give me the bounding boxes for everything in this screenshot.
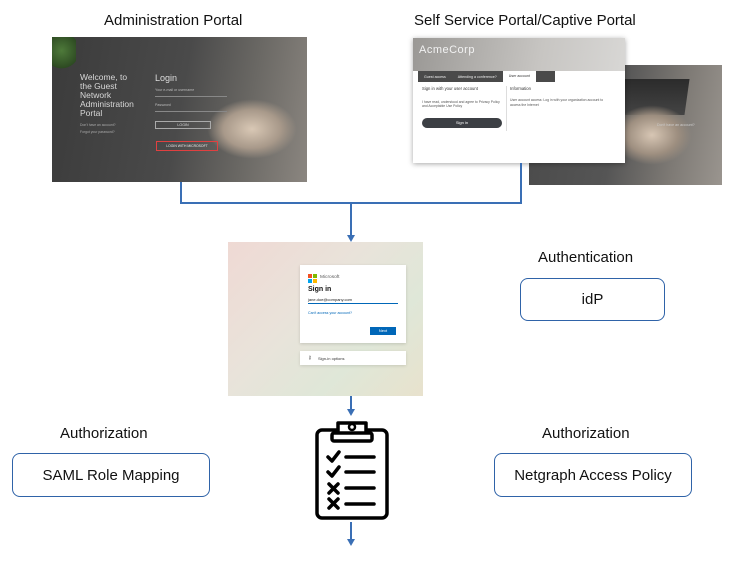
forgot-password-link[interactable]: Forgot your password? — [80, 130, 115, 134]
connector-to-checklist — [350, 396, 352, 410]
label-administration-portal: Administration Portal — [104, 12, 243, 29]
password-field[interactable]: Password — [155, 103, 227, 112]
sign-in-options[interactable]: ⚷ Sign-in options — [300, 351, 406, 365]
agree-checkbox-text[interactable]: I have read, understood and agree to Pri… — [422, 100, 500, 108]
idp-box: idP — [520, 278, 665, 321]
connector-admin-down — [180, 182, 182, 203]
sign-in-options-label: Sign-in options — [318, 355, 345, 361]
information-text: User account access: Log in with your or… — [510, 98, 604, 107]
connector-to-signin — [350, 202, 352, 236]
information-heading: Information — [510, 86, 531, 91]
login-button[interactable]: LOGIN — [155, 121, 211, 129]
no-account-text: Don't have an account? — [80, 123, 116, 127]
sign-in-title: Sign in — [308, 286, 332, 293]
connector-output — [350, 522, 352, 540]
background-caption: Don't have an account? — [657, 123, 695, 127]
idp-label: idP — [581, 291, 604, 308]
sign-in-card: Microsoft Sign in jane.doe@company.com C… — [300, 265, 406, 343]
login-with-microsoft-button[interactable]: LOGIN WITH MICROSOFT — [156, 141, 218, 151]
next-button[interactable]: Next — [370, 327, 396, 335]
welcome-text: Welcome, to the Guest Network Administra… — [80, 72, 134, 118]
tab-conference[interactable]: Attending a conference? — [457, 74, 497, 79]
sign-in-heading: Sign in with your user account — [422, 86, 478, 91]
netgraph-access-policy-label: Netgraph Access Policy — [514, 466, 672, 484]
self-service-portal-screenshot: AcmeCorp Guest access Attending a confer… — [413, 38, 625, 163]
email-field[interactable]: Your e-mail or username — [155, 88, 227, 97]
plant-image — [52, 37, 76, 71]
email-input[interactable]: jane.doe@company.com — [308, 297, 398, 304]
label-authorization-left: Authorization — [60, 425, 148, 442]
hands-image — [612, 105, 692, 165]
microsoft-sign-in-screenshot: Microsoft Sign in jane.doe@company.com C… — [228, 242, 423, 396]
label-self-service-portal: Self Service Portal/Captive Portal — [414, 12, 636, 29]
microsoft-brand: Microsoft — [320, 275, 340, 280]
sign-in-button[interactable]: Sign in — [422, 118, 502, 128]
microsoft-logo-icon — [308, 274, 317, 283]
label-authentication: Authentication — [538, 249, 634, 266]
portal-tabs: Guest access Attending a conference? Use… — [418, 71, 555, 82]
tab-user-account[interactable]: User account — [502, 71, 536, 82]
arrow-output — [346, 539, 355, 546]
checklist-clipboard-icon — [315, 421, 389, 520]
key-icon: ⚷ — [308, 355, 312, 361]
label-authorization-right: Authorization — [542, 425, 630, 442]
netgraph-access-policy-box: Netgraph Access Policy — [494, 453, 692, 497]
saml-role-mapping-box: SAML Role Mapping — [12, 453, 210, 497]
hands-image — [207, 99, 297, 159]
portal-brand: AcmeCorp — [419, 44, 475, 56]
arrow-to-checklist — [346, 409, 355, 416]
cant-access-link[interactable]: Can't access your account? — [308, 311, 353, 315]
connector-captive-down — [520, 163, 522, 203]
saml-role-mapping-label: SAML Role Mapping — [42, 466, 180, 484]
login-title: Login — [155, 73, 178, 83]
portal-header: AcmeCorp — [413, 38, 625, 71]
arrow-to-signin — [346, 235, 355, 242]
administration-portal-screenshot: Welcome, to the Guest Network Administra… — [52, 37, 307, 182]
tab-guest-access[interactable]: Guest access — [424, 74, 446, 79]
section-divider — [506, 86, 507, 131]
